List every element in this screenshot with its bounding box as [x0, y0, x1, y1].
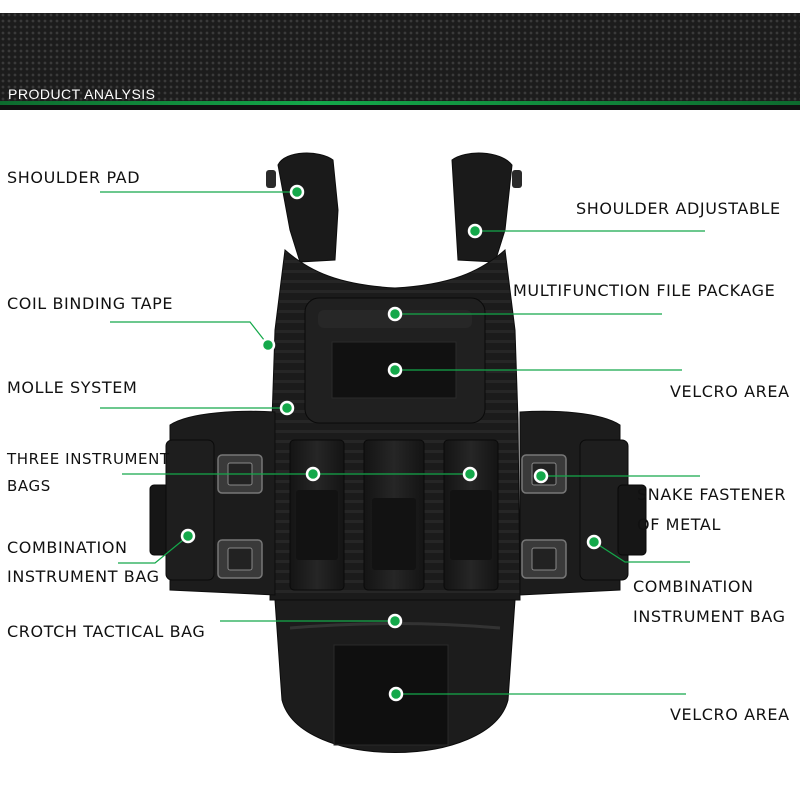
- label-combination-right-1: COMBINATION: [633, 577, 754, 596]
- dot-three-bags-left: [305, 466, 321, 482]
- dot-velcro-top: [387, 362, 403, 378]
- right-side-pouch-outer: [617, 484, 647, 556]
- label-multifunction-file-package: MULTIFUNCTION FILE PACKAGE: [513, 281, 776, 300]
- label-combination-left-1: COMBINATION: [7, 538, 128, 557]
- label-three-instrument-2: BAGS: [7, 477, 51, 495]
- label-three-instrument-1: THREE INSTRUMENT: [7, 450, 170, 468]
- left-lower-buckle: [217, 539, 263, 579]
- header-banner: PRODUCT ANALYSIS: [0, 0, 800, 110]
- label-snake-fastener-2: OF METAL: [637, 515, 721, 534]
- mag-elastic-right: [450, 490, 492, 560]
- dot-combination-left: [180, 528, 196, 544]
- dot-combination-right: [586, 534, 602, 550]
- label-combination-left-2: INSTRUMENT BAG: [7, 567, 160, 586]
- left-shoulder-buckle: [266, 170, 276, 188]
- dot-multifunction: [387, 306, 403, 322]
- label-shoulder-adjustable: SHOULDER ADJUSTABLE: [576, 199, 781, 218]
- dot-velcro-bottom: [388, 686, 404, 702]
- dot-molle: [279, 400, 295, 416]
- left-side-pouch: [165, 439, 215, 581]
- label-combination-right-2: INSTRUMENT BAG: [633, 607, 786, 626]
- callout-dots: [180, 184, 602, 702]
- header-green-bar: [0, 101, 800, 105]
- dot-crotch: [387, 613, 403, 629]
- left-shoulder-strap: [277, 152, 339, 263]
- leader-lines: [100, 191, 705, 695]
- label-velcro-area-top: VELCRO AREA: [670, 382, 790, 401]
- label-shoulder-pad: SHOULDER PAD: [7, 168, 141, 187]
- label-crotch-tactical-bag: CROTCH TACTICAL BAG: [7, 622, 206, 641]
- mag-elastic-center: [372, 498, 416, 570]
- mag-elastic-left: [296, 490, 338, 560]
- leader-combination-left: [118, 535, 189, 564]
- dot-shoulder-pad: [289, 184, 305, 200]
- header-bottom-strip: [0, 105, 800, 110]
- right-shoulder-buckle: [512, 170, 522, 188]
- leader-coil-binding: [110, 321, 269, 346]
- dot-snake-fastener: [533, 468, 549, 484]
- header-title: PRODUCT ANALYSIS: [8, 86, 156, 102]
- dot-shoulder-adjustable: [467, 223, 483, 239]
- label-coil-binding-tape: COIL BINDING TAPE: [7, 294, 174, 313]
- label-velcro-area-bottom: VELCRO AREA: [670, 705, 790, 724]
- right-lower-buckle: [521, 539, 567, 579]
- dot-coil-binding: [260, 337, 276, 353]
- label-snake-fastener-1: SNAKE FASTENER: [637, 485, 787, 504]
- label-molle-system: MOLLE SYSTEM: [7, 378, 138, 397]
- leader-combination-right: [593, 541, 690, 563]
- right-shoulder-strap: [451, 152, 513, 263]
- dot-three-bags-right: [462, 466, 478, 482]
- header-top-strip: [0, 0, 800, 13]
